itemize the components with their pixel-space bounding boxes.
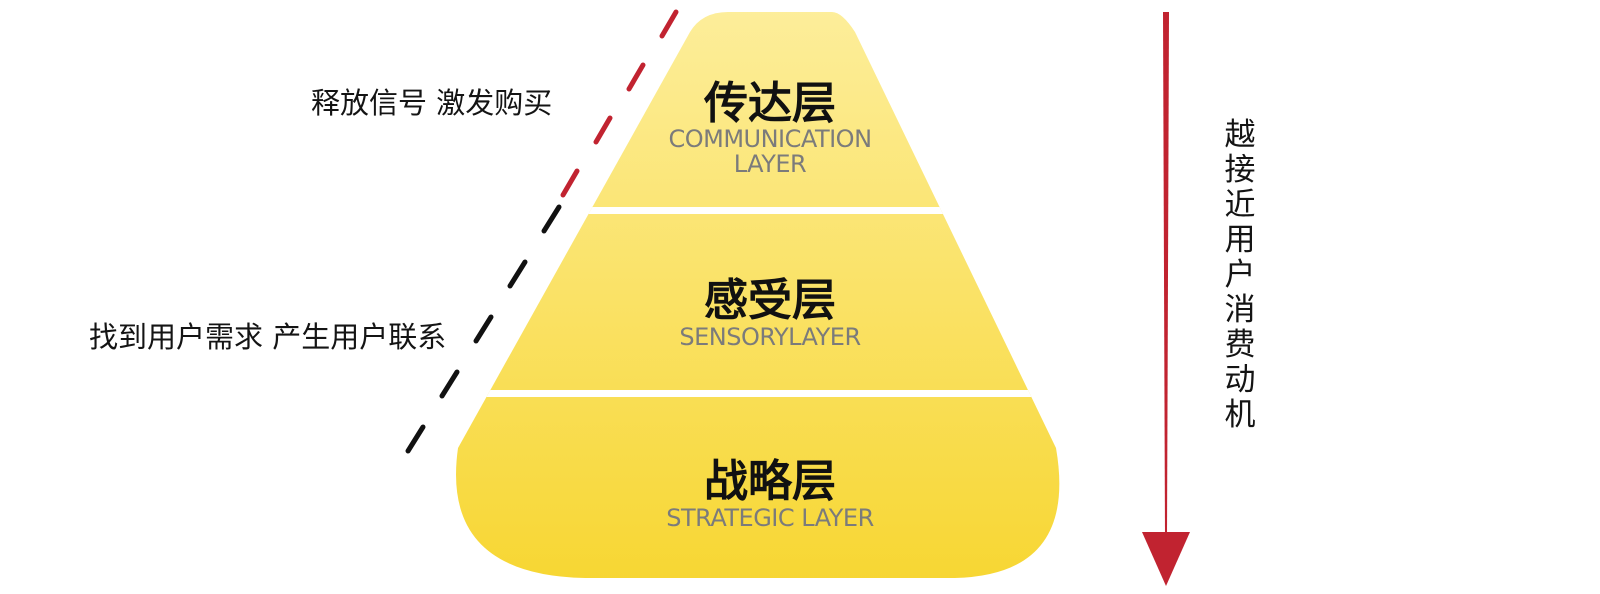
layer-separator-1 [456, 207, 1060, 214]
dash-black-4 [439, 369, 460, 399]
left-label-middle: 找到用户需求 产生用户联系 [89, 320, 447, 354]
left-label-top: 释放信号 激发购买 [311, 86, 553, 120]
layer-separator-2 [456, 390, 1060, 397]
dash-black-5 [405, 424, 426, 454]
down-arrow [1142, 12, 1190, 586]
layer-subtitle-sensory: SENSORYLAYER [679, 323, 861, 351]
arrow-head [1142, 532, 1190, 586]
dash-red-4 [560, 168, 580, 198]
right-vertical-label: 越接近用户消费动机 [1224, 117, 1256, 433]
dash-black-3 [473, 314, 494, 344]
dash-red-2 [626, 62, 646, 92]
layer-subtitle-strategic: STRATEGIC LAYER [666, 504, 874, 532]
layer-title-strategic: 战略层 [704, 456, 836, 507]
layer-title-sensory: 感受层 [704, 275, 836, 326]
dashed-line-black [405, 204, 562, 454]
dashed-line-red [560, 9, 679, 198]
dash-black-2 [507, 259, 528, 289]
layer-title-communication: 传达层 [704, 78, 836, 129]
layer-subtitle-communication: COMMUNICATION LAYER [668, 125, 872, 178]
dash-black-1 [541, 204, 562, 234]
arrow-shaft [1163, 12, 1169, 538]
dash-red-1 [659, 9, 679, 39]
dash-red-3 [593, 115, 613, 145]
